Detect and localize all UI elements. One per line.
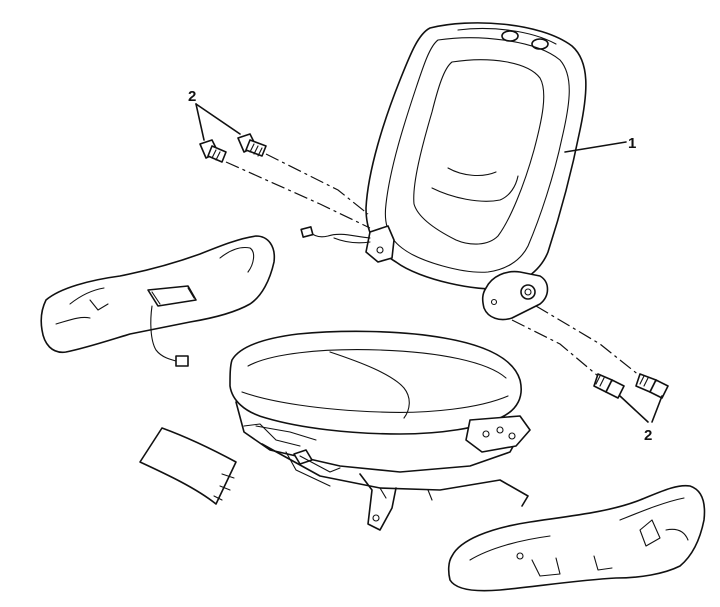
seatback-bracket-left: [365, 225, 395, 263]
trim-panel-small: [139, 427, 237, 505]
alignment-line: [511, 319, 599, 377]
seat-height-bracket: [359, 473, 397, 531]
seat-adjuster-rail: [261, 443, 529, 507]
bolts-lower-right: [593, 373, 669, 399]
airbag-connector: [175, 355, 189, 367]
seat-side-rail: [465, 415, 531, 453]
airbag-wire: [150, 305, 181, 363]
seat-frame: [235, 401, 523, 473]
seatback-connector: [300, 226, 314, 238]
bolt: [199, 139, 227, 163]
leader-line-2b: [619, 395, 649, 423]
leader-line-2a: [195, 103, 205, 141]
headrest-hole-right: [531, 38, 549, 50]
side-airbag-module: [147, 285, 197, 307]
headrest-hole-left: [501, 30, 519, 42]
callout-2-lower: 2: [644, 427, 652, 444]
callout-2-upper: 2: [188, 88, 196, 105]
bolt: [593, 373, 625, 399]
bolts-upper-left: [199, 133, 267, 163]
callout-1: 1: [628, 135, 636, 152]
left-side-cover: [40, 235, 276, 367]
leader-line-1: [564, 141, 627, 153]
bolt: [635, 373, 669, 399]
bolt: [237, 133, 267, 157]
seatback-wire: [309, 231, 371, 239]
seat-cushion: [229, 330, 531, 531]
right-side-cover: [447, 484, 706, 592]
alignment-line: [225, 161, 371, 229]
seatback-hinge-bracket: [481, 270, 549, 321]
seatback: [300, 22, 587, 321]
